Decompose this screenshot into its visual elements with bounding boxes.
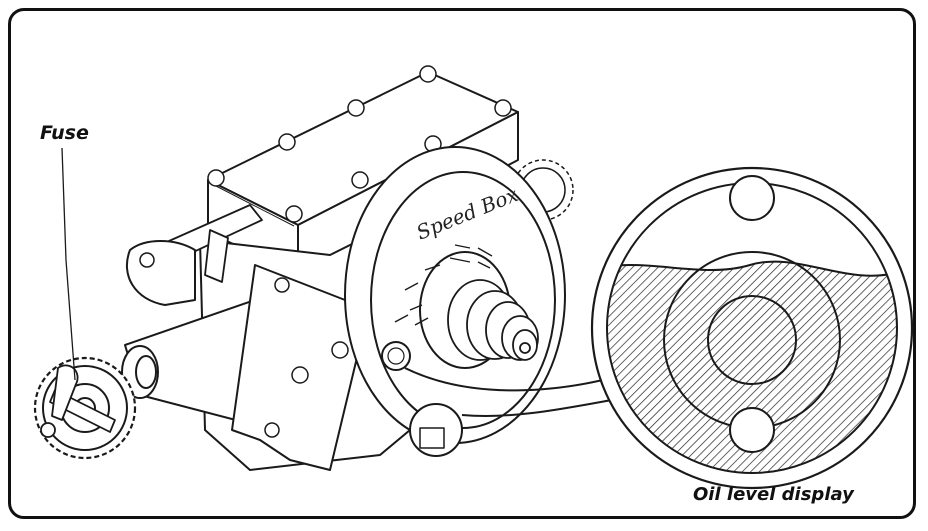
fuse-label: Fuse [40,122,89,144]
fuse-pin [40,364,116,438]
oil-level-magnifier [590,166,914,490]
mounting-flange [125,240,196,306]
speed-box-scale [394,244,493,326]
drain-plug [409,403,463,457]
oil-level-label: Oil level display [693,484,854,505]
output-shaft [447,279,539,361]
fuse-leader-line [61,147,76,381]
hex-bolt-icon [207,65,512,223]
oil-fill [607,260,897,473]
